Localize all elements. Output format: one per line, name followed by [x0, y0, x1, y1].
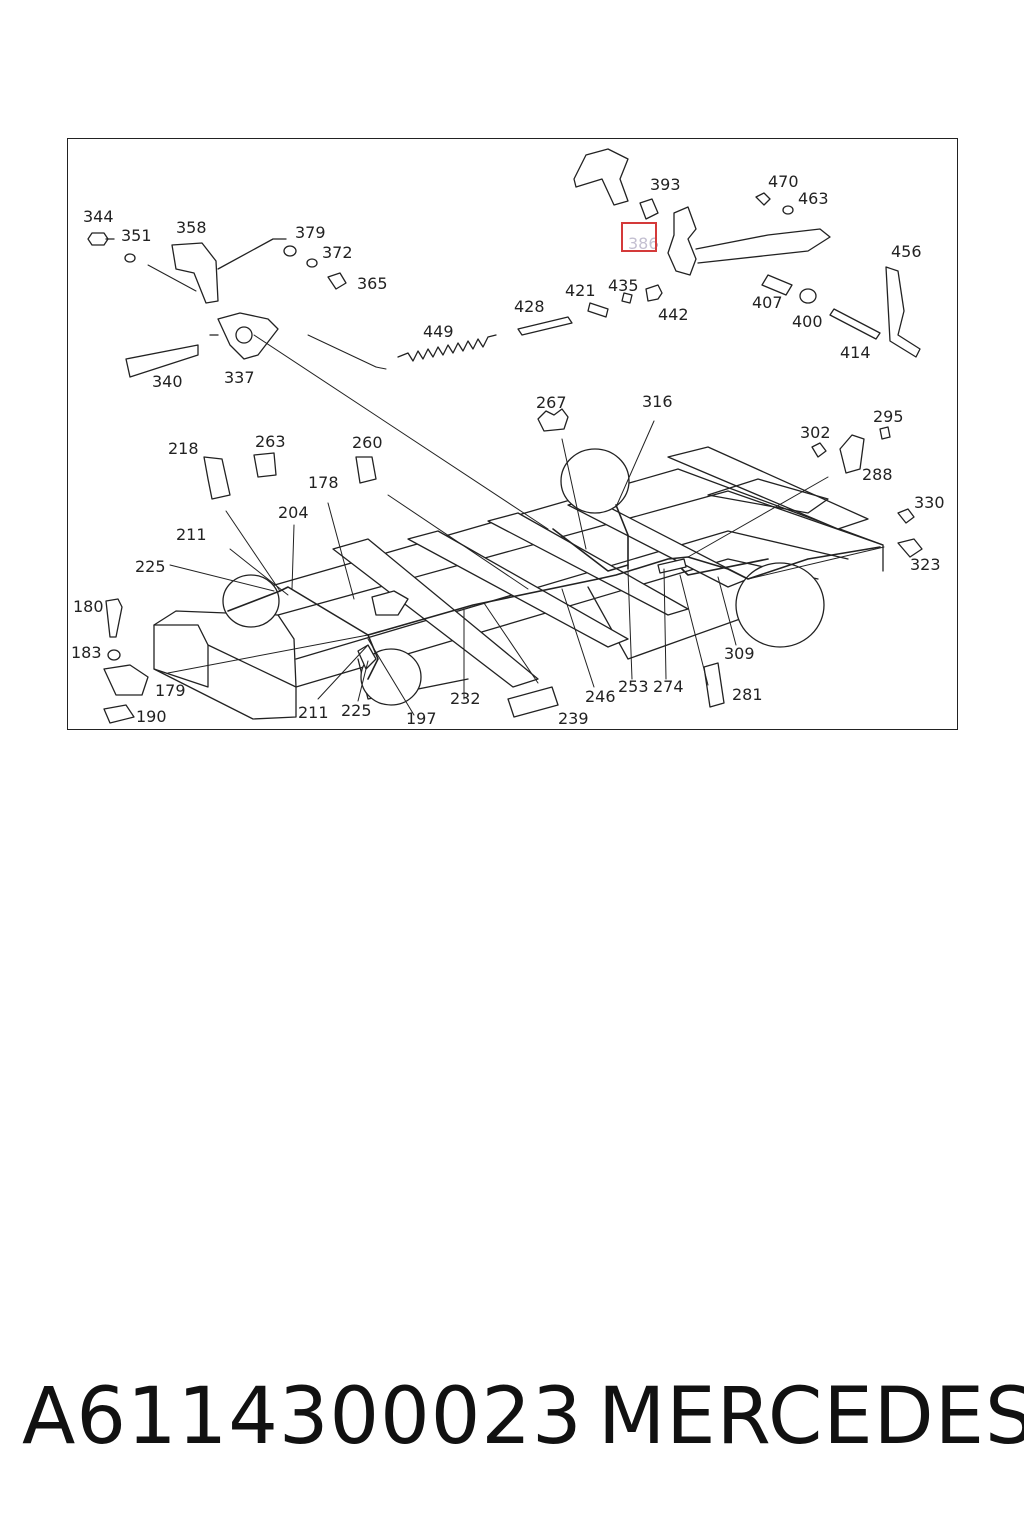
callout-365: 365: [357, 274, 388, 293]
callout-253: 253: [618, 677, 649, 696]
chassis-illustration: [87, 148, 923, 724]
callout-421: 421: [565, 281, 596, 300]
highlight-box-386: [621, 222, 657, 252]
callout-393: 393: [650, 175, 681, 194]
callout-302: 302: [800, 423, 831, 442]
brand-name: MERCEDES: [598, 1372, 1024, 1462]
callout-179: 179: [155, 681, 186, 700]
callout-456: 456: [891, 242, 922, 261]
chassis-frame: [153, 446, 884, 720]
callout-330: 330: [914, 493, 945, 512]
callout-463: 463: [798, 189, 829, 208]
callout-246: 246: [585, 687, 616, 706]
callout-178: 178: [308, 473, 339, 492]
callout-281: 281: [732, 685, 763, 704]
callout-337: 337: [224, 368, 255, 387]
callout-180: 180: [73, 597, 104, 616]
callout-218: 218: [168, 439, 199, 458]
callout-414: 414: [840, 343, 871, 362]
callout-316: 316: [642, 392, 673, 411]
callout-260: 260: [352, 433, 383, 452]
callout-323: 323: [910, 555, 941, 574]
callout-239: 239: [558, 709, 589, 728]
leader-lines: [147, 264, 885, 716]
parts-diagram: 344 351 358 379 372 365 340 337 449 428 …: [67, 138, 958, 730]
callout-183: 183: [71, 643, 102, 662]
brake-lines: [227, 504, 881, 680]
callout-449: 449: [423, 322, 454, 341]
callout-351: 351: [121, 226, 152, 245]
callout-340: 340: [152, 372, 183, 391]
callout-442: 442: [658, 305, 689, 324]
callout-190: 190: [136, 707, 167, 726]
callout-263: 263: [255, 432, 286, 451]
callout-309: 309: [724, 644, 755, 663]
callout-470: 470: [768, 172, 799, 191]
callout-211-upper: 211: [176, 525, 207, 544]
callout-274: 274: [653, 677, 684, 696]
callout-400: 400: [792, 312, 823, 331]
callout-204: 204: [278, 503, 309, 522]
callout-211-lower: 211: [298, 703, 329, 722]
footer: A6114300023 MERCEDES: [0, 1372, 1024, 1462]
callout-267: 267: [536, 393, 567, 412]
callout-197: 197: [406, 709, 437, 728]
callout-379: 379: [295, 223, 326, 242]
callout-232: 232: [450, 689, 481, 708]
callout-372: 372: [322, 243, 353, 262]
callout-435: 435: [608, 276, 639, 295]
callout-344: 344: [83, 207, 114, 226]
callout-358: 358: [176, 218, 207, 237]
part-glyphs: [87, 148, 923, 724]
callout-288: 288: [862, 465, 893, 484]
callout-225-upper: 225: [135, 557, 166, 576]
callout-295: 295: [873, 407, 904, 426]
callout-407: 407: [752, 293, 783, 312]
callout-225-lower: 225: [341, 701, 372, 720]
callout-428: 428: [514, 297, 545, 316]
part-number: A6114300023: [22, 1372, 583, 1462]
